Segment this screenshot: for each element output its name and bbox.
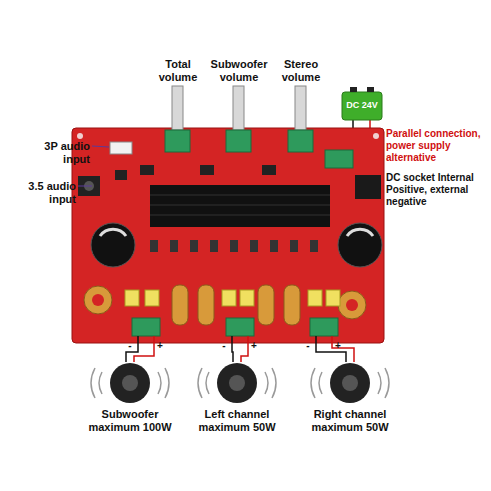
control-label: Total volume xyxy=(150,58,206,84)
speaker-label: Left channel maximum 50W xyxy=(189,408,285,434)
speaker-label: Subwoofer maximum 100W xyxy=(82,408,178,434)
control-label: Subwoofer volume xyxy=(208,58,270,84)
polarity-sign: - xyxy=(126,340,134,352)
input-label: 3.5 audio input xyxy=(18,180,76,206)
input-label: 3P audio input xyxy=(34,140,90,166)
polarity-sign: + xyxy=(156,340,164,352)
socket-note: DC socket Internal Positive, external ne… xyxy=(386,172,488,208)
polarity-sign: + xyxy=(250,340,258,352)
control-label: Stereo volume xyxy=(272,58,330,84)
speaker-label: Right channel maximum 50W xyxy=(302,408,398,434)
polarity-sign: - xyxy=(220,340,228,352)
voltage-label: DC 24V xyxy=(344,100,380,111)
polarity-sign: - xyxy=(304,340,312,352)
power-note: Parallel connection, power supply altern… xyxy=(386,128,488,164)
polarity-sign: + xyxy=(334,340,342,352)
